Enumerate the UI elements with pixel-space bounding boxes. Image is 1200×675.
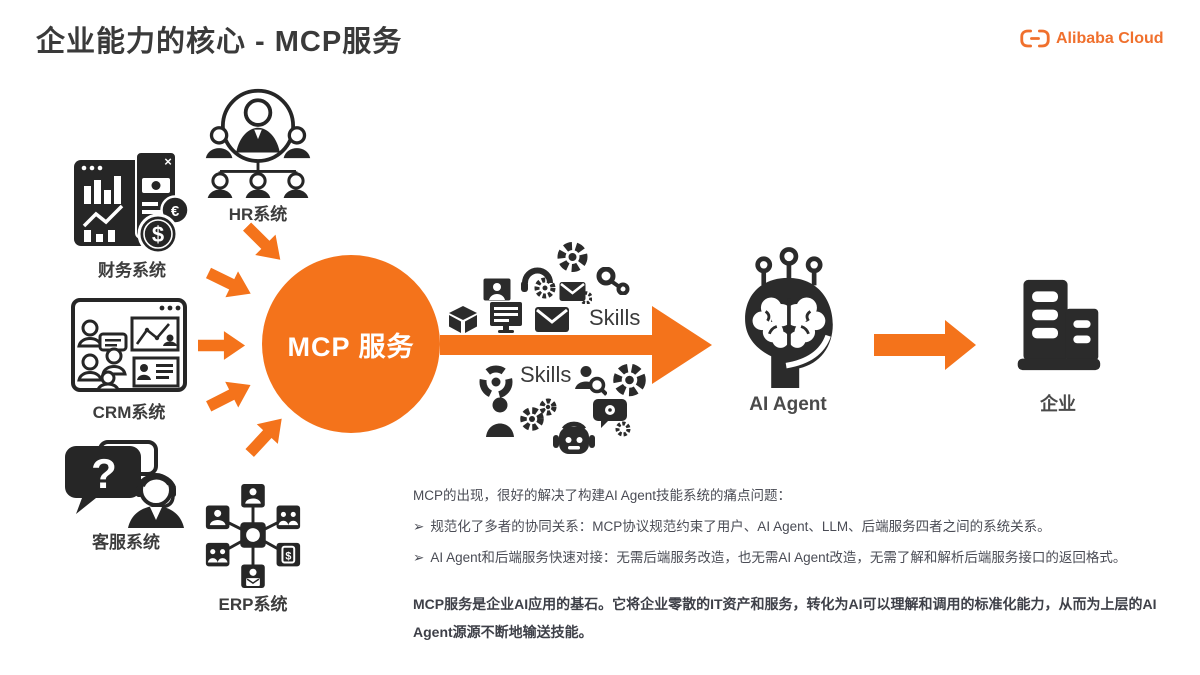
ai-agent-brain-icon <box>732 246 844 390</box>
svg-text:?: ? <box>91 450 117 497</box>
notes-bullet-2: ➢ AI Agent和后端服务快速对接：无需后端服务改造，也无需AI Agent… <box>413 549 1175 567</box>
hr-system-icon <box>196 86 320 198</box>
notes-block: MCP的出现，很好的解决了构建AI Agent技能系统的痛点问题： ➢ 规范化了… <box>413 487 1175 660</box>
sync-gear-icon <box>478 364 514 400</box>
robot-icon <box>551 417 597 460</box>
mcp-service-label: MCP 服务 <box>287 331 415 362</box>
enterprise-label: 企业 <box>1040 394 1076 414</box>
brand-name: Alibaba Cloud <box>1056 29 1164 47</box>
notes-bullet-2-text: AI Agent和后端服务快速对接：无需后端服务改造，也无需AI Agent改造… <box>430 550 1127 566</box>
chat-gear-icon <box>592 397 631 437</box>
crm-to-mcp-arrow <box>198 330 246 361</box>
svg-text:$: $ <box>152 222 164 247</box>
page-title: 企业能力的核心 - MCP服务 <box>36 26 403 58</box>
bullet-arrow-icon: ➢ <box>413 519 425 535</box>
notes-summary: MCP服务是企业AI应用的基石。它将企业零散的IT资产和服务，转化为AI可以理解… <box>413 595 1157 640</box>
gear-icon <box>556 241 589 273</box>
erp-system-icon: $ <box>194 482 312 588</box>
person-search-icon <box>573 365 607 396</box>
crm-system-icon <box>70 296 188 394</box>
support-to-mcp-arrow <box>202 371 259 420</box>
support-system-icon: ? <box>60 440 192 528</box>
skills-label-top: Skills <box>589 305 641 330</box>
svg-text:€: € <box>171 203 180 220</box>
finance-to-mcp-arrow <box>202 259 259 308</box>
person-icon <box>485 397 515 438</box>
notes-intro: MCP的出现，很好的解决了构建AI Agent技能系统的痛点问题： <box>413 488 792 503</box>
notes-bullet-1: ➢ 规范化了多者的协同关系：MCP协议规范约束了用户、AI Agent、LLM、… <box>413 518 1175 536</box>
finance-system-icon: × € $ <box>72 150 192 255</box>
alibaba-brackets-icon <box>1020 28 1050 49</box>
cube-icon <box>447 305 479 334</box>
monitor-icon <box>489 301 523 334</box>
notes-bullet-1-text: 规范化了多者的协同关系：MCP协议规范约束了用户、AI Agent、LLM、后端… <box>430 519 1051 535</box>
gears-icon <box>519 398 557 431</box>
erp-to-mcp-arrow <box>238 407 293 463</box>
support-system-label: 客服系统 <box>92 533 160 552</box>
svg-text:×: × <box>164 154 172 169</box>
erp-system-label: ERP系统 <box>218 595 288 614</box>
crm-system-label: CRM系统 <box>92 403 166 422</box>
video-call-icon <box>483 278 511 301</box>
mail-gear-icon <box>559 281 592 304</box>
alibaba-cloud-logo: Alibaba Cloud <box>1020 28 1164 49</box>
mcp-to-agent-arrow <box>440 303 715 387</box>
hr-system-label: HR系统 <box>228 205 288 224</box>
enterprise-building-icon <box>1008 278 1108 372</box>
share-nodes-icon <box>596 267 630 295</box>
mcp-service-circle: MCP 服务 <box>262 255 440 433</box>
finance-system-label: 财务系统 <box>98 261 166 280</box>
agent-to-enterprise-arrow <box>874 317 978 373</box>
gear-icon-2 <box>612 362 647 398</box>
hr-to-mcp-arrow <box>236 216 292 272</box>
bullet-arrow-icon: ➢ <box>413 550 425 566</box>
headset-gear-icon <box>519 261 556 299</box>
ai-agent-label: AI Agent <box>749 394 827 415</box>
skills-label-bottom: Skills <box>520 362 572 387</box>
svg-text:$: $ <box>285 551 291 563</box>
envelope-icon <box>534 306 570 333</box>
